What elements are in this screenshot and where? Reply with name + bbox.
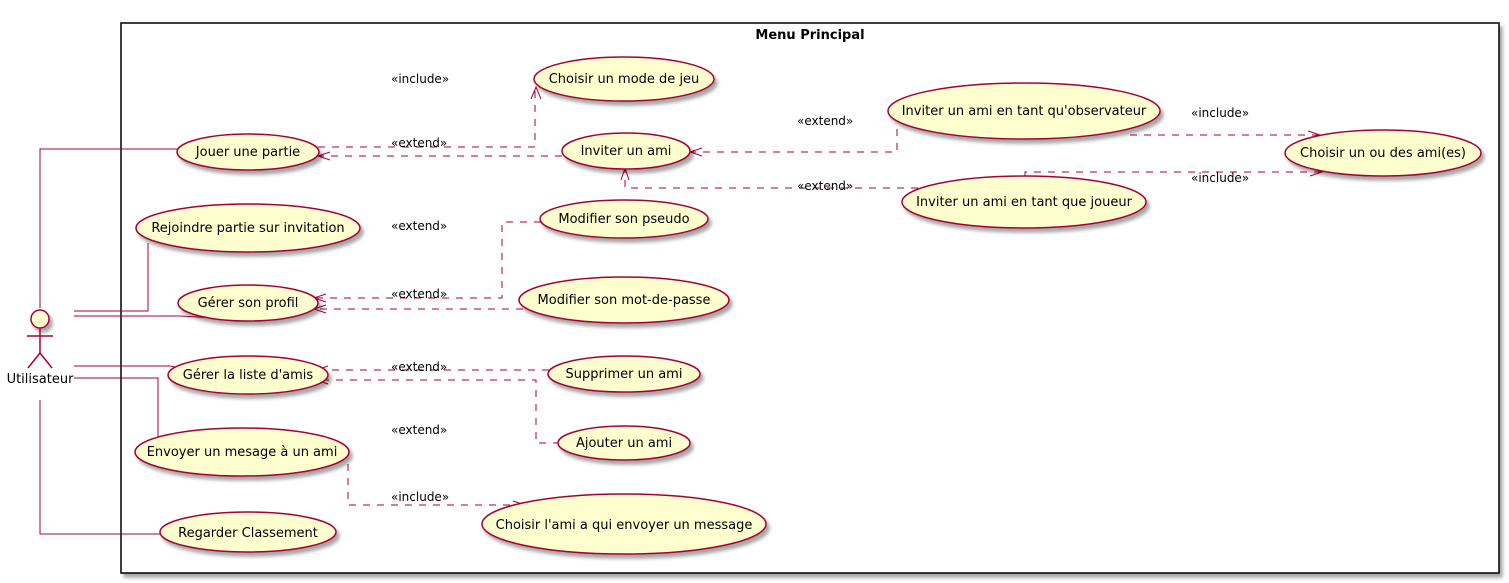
stereotype-labels: «include» «extend» «extend» «include» «e… xyxy=(391,72,1249,504)
label-extend-supprimer: «extend» xyxy=(391,360,447,374)
usecase-label: Modifier son mot-de-passe xyxy=(538,293,711,308)
label-extend-joueur: «extend» xyxy=(797,179,853,193)
usecase-inviter-joueur: Inviter un ami en tant que joueur xyxy=(901,175,1147,229)
system-boundary: Menu Principal xyxy=(120,22,1500,574)
usecase-rejoindre-partie: Rejoindre partie sur invitation xyxy=(135,203,361,253)
usecase-choisir-amis: Choisir un ou des ami(es) xyxy=(1284,129,1482,177)
assoc-message xyxy=(74,377,159,438)
label-include-joueur: «include» xyxy=(1191,171,1249,185)
label-extend-ajouter: «extend» xyxy=(391,423,447,437)
label-extend-pseudo: «extend» xyxy=(391,219,447,233)
link-obs-inviter xyxy=(690,129,898,153)
actor-head-icon xyxy=(30,309,50,329)
link-ajouter-liste xyxy=(316,379,560,444)
label-extend-obs: «extend» xyxy=(797,114,853,128)
usecase-modifier-mdp: Modifier son mot-de-passe xyxy=(518,276,730,324)
usecase-label: Envoyer un mesage à un ami xyxy=(147,445,338,460)
usecase-label: Supprimer un ami xyxy=(566,367,683,382)
usecase-label: Choisir un ou des ami(es) xyxy=(1300,146,1466,161)
usecase-label: Inviter un ami en tant que joueur xyxy=(916,195,1133,210)
actor-label: Utilisateur xyxy=(7,372,75,387)
usecase-label: Choisir l'ami a qui envoyer un message xyxy=(496,518,753,533)
usecase-gerer-liste: Gérer la liste d'amis xyxy=(167,355,329,395)
arrowhead-mode xyxy=(530,85,542,100)
usecase-regarder-classement: Regarder Classement xyxy=(159,511,337,553)
usecase-modifier-pseudo: Modifier son pseudo xyxy=(539,199,709,239)
usecase-label: Gérer la liste d'amis xyxy=(183,368,314,383)
use-cases: Jouer une partie Choisir un mode de jeu … xyxy=(134,56,1482,555)
usecase-choisir-mode: Choisir un mode de jeu xyxy=(533,56,715,102)
usecase-inviter-observateur: Inviter un ami en tant qu'observateur xyxy=(887,82,1161,140)
usecase-supprimer-ami: Supprimer un ami xyxy=(547,355,701,393)
usecase-ajouter-ami: Ajouter un ami xyxy=(557,425,691,461)
usecase-choisir-ami-message: Choisir l'ami a qui envoyer un message xyxy=(481,493,767,555)
assoc-classement xyxy=(39,400,162,535)
usecase-label: Choisir un mode de jeu xyxy=(549,72,700,87)
label-extend-inviter: «extend» xyxy=(391,136,447,150)
usecase-label: Jouer une partie xyxy=(195,145,300,160)
actor-associations xyxy=(39,148,216,535)
usecase-label: Rejoindre partie sur invitation xyxy=(151,221,344,236)
label-extend-mdp: «extend» xyxy=(391,287,447,301)
usecase-envoyer-message: Envoyer un mesage à un ami xyxy=(134,427,350,477)
usecase-inviter-ami: Inviter un ami xyxy=(561,132,691,170)
link-pseudo-profil xyxy=(314,221,541,299)
actor-utilisateur: Utilisateur xyxy=(7,309,75,387)
usecase-gerer-profil: Gérer son profil xyxy=(177,284,319,322)
label-include-mode: «include» xyxy=(391,72,449,86)
system-title: Menu Principal xyxy=(755,28,864,43)
link-message-choisir xyxy=(347,464,525,506)
label-include-obs: «include» xyxy=(1191,106,1249,120)
usecase-jouer-une-partie: Jouer une partie xyxy=(176,133,320,171)
usecase-label: Inviter un ami en tant qu'observateur xyxy=(902,104,1147,119)
link-jouer-mode xyxy=(318,90,536,148)
usecase-label: Regarder Classement xyxy=(178,526,318,541)
usecase-label: Ajouter un ami xyxy=(576,436,672,451)
usecase-label: Modifier son pseudo xyxy=(558,212,689,227)
label-include-msg: «include» xyxy=(391,490,449,504)
assoc-rejoindre xyxy=(74,243,149,312)
assoc-jouer xyxy=(39,148,178,308)
usecase-label: Gérer son profil xyxy=(198,296,299,311)
usecase-label: Inviter un ami xyxy=(581,144,672,159)
